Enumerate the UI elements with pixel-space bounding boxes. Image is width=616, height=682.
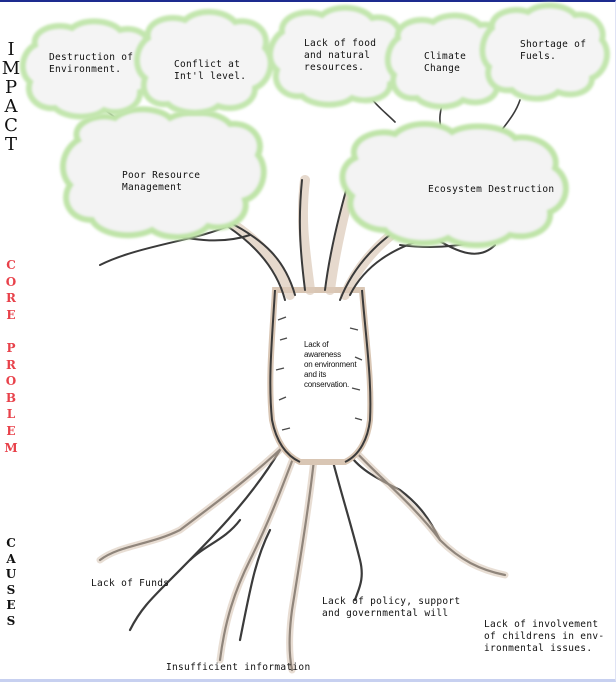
side-letter: M [1, 58, 21, 79]
side-letter: B [5, 390, 17, 405]
side-letter: S [6, 613, 16, 628]
side-letter: P [4, 77, 18, 98]
tree-roots [96, 436, 509, 674]
impact-shortage-of-fuels: Shortage of Fuels. [520, 39, 587, 62]
impact-conflict-intl: Conflict at Int'l level. [174, 59, 247, 82]
impact-clouds [19, 2, 610, 120]
side-letter: O [5, 274, 17, 289]
side-letter: R [6, 357, 16, 372]
impact-lack-of-food: Lack of food and natural resources. [304, 38, 377, 73]
side-letter: C [6, 258, 16, 272]
cause-lack-of-funds: Lack of Funds [91, 578, 170, 589]
side-letter: S [6, 582, 16, 597]
impact-poor-resource-management: Poor Resource Management [122, 170, 201, 193]
impact-ecosystem-destruction: Ecosystem Destruction [428, 184, 555, 195]
side-letter: T [4, 134, 17, 155]
side-letter [0, 323, 22, 340]
tree-trunk [267, 287, 374, 465]
impact-destruction-of-environment: Destruction of Environment. [49, 52, 134, 75]
side-letter: I [7, 39, 15, 60]
side-letter: C [4, 115, 18, 136]
side-letter: U [5, 567, 17, 582]
side-letter: A [4, 96, 18, 117]
side-letter: E [6, 423, 16, 438]
side-letter: R [6, 291, 16, 306]
side-letter: L [6, 407, 16, 422]
cause-lack-of-involvement: Lack of involvement of childrens in env-… [484, 619, 605, 654]
impact-climate-change: Climate Change [424, 51, 467, 74]
side-letter: M [4, 440, 18, 455]
side-letter: O [5, 374, 17, 389]
side-letter: A [6, 551, 16, 566]
side-letter: E [6, 598, 16, 613]
core-problem-text: Lack of awareness on environment and its… [304, 340, 357, 389]
cause-lack-of-policy: Lack of policy, support and governmental… [322, 596, 461, 619]
side-letter: P [6, 340, 16, 355]
cause-insufficient-information: Insufficient information [166, 662, 311, 673]
tree-foliage [60, 106, 569, 249]
side-letter: E [6, 307, 16, 322]
side-letter: C [6, 536, 16, 550]
